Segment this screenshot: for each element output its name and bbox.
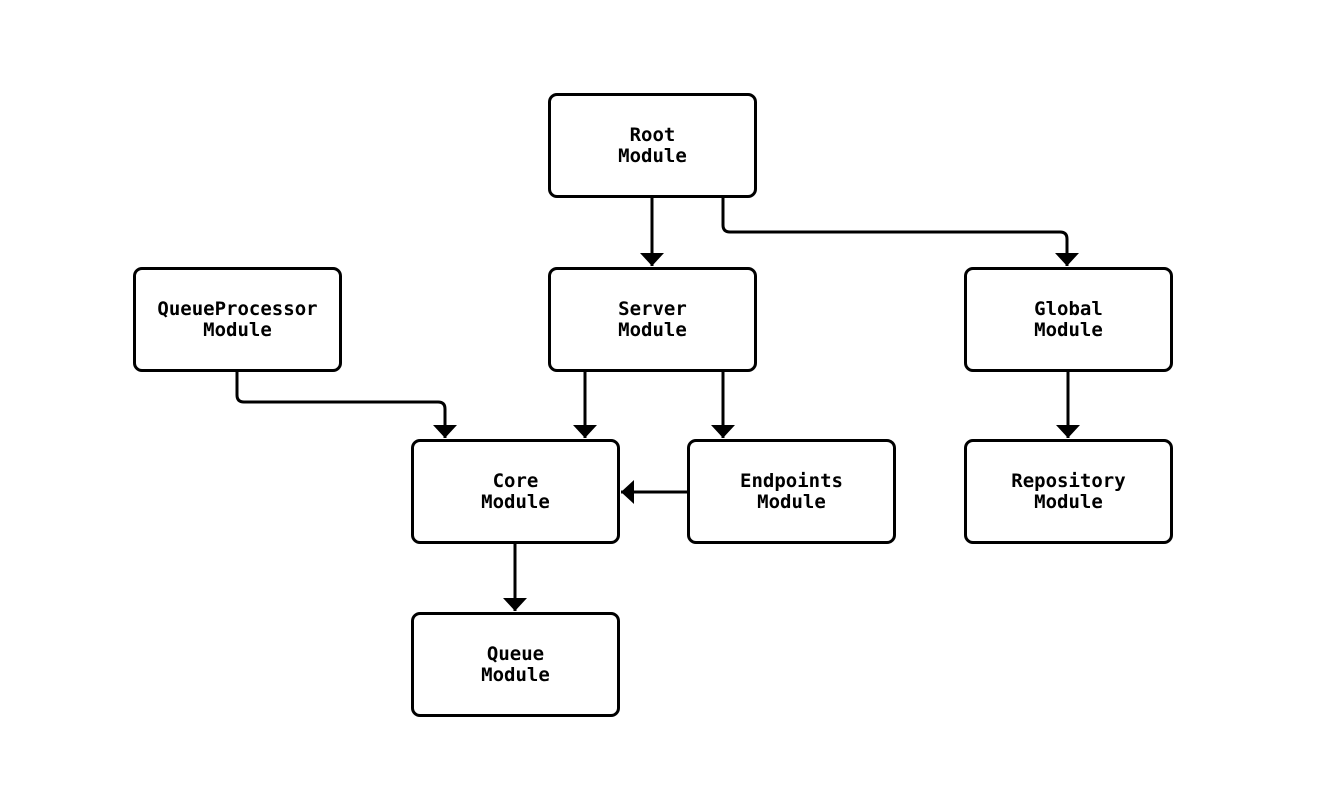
node-server-module: Server Module: [548, 267, 757, 372]
node-queue-module: Queue Module: [411, 612, 620, 717]
node-endpoints-module: Endpoints Module: [687, 439, 896, 544]
node-global-module: Global Module: [964, 267, 1173, 372]
edge-queueprocessor-to-core: [235, 372, 457, 438]
node-repository-module: Repository Module: [964, 439, 1173, 544]
node-queueprocessor-module: QueueProcessor Module: [133, 267, 342, 372]
edge-root-to-global: [721, 197, 1079, 266]
node-root-module: Root Module: [548, 93, 757, 198]
node-core-module: Core Module: [411, 439, 620, 544]
